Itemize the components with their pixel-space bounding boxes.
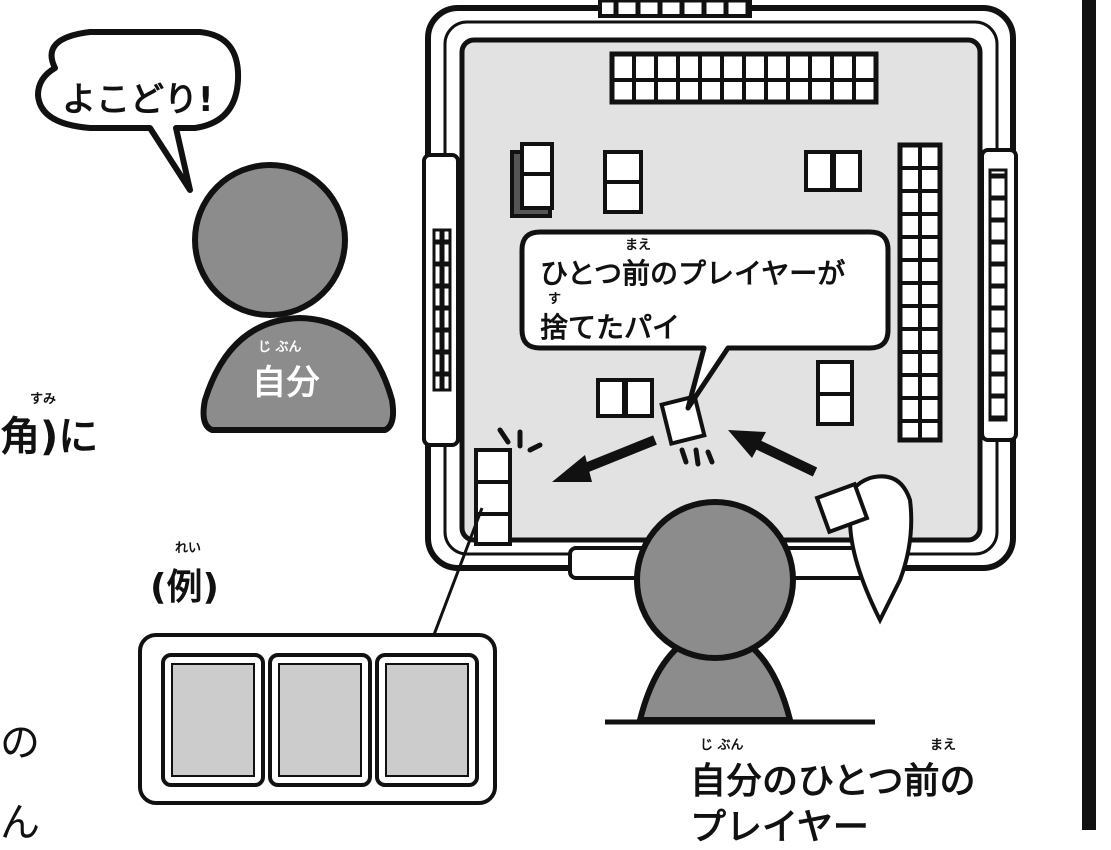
example-panel bbox=[138, 633, 497, 805]
page-border bbox=[1082, 0, 1096, 830]
example-ruby: れい bbox=[175, 541, 202, 556]
prev-player-ruby-mae: まえ bbox=[930, 738, 957, 753]
discarded-tile bbox=[659, 394, 707, 446]
callout-ruby-mae: まえ bbox=[625, 238, 652, 253]
callout-line2: 捨てたパイ bbox=[540, 311, 681, 344]
callout-ruby-su: す bbox=[548, 292, 562, 307]
example-label: (例) bbox=[150, 567, 219, 608]
player-self-figure bbox=[192, 162, 397, 433]
tile-stack-left bbox=[510, 142, 554, 218]
example-pointer bbox=[430, 507, 484, 641]
prev-player-line2: プレイヤー bbox=[690, 807, 869, 848]
tile-wall-top bbox=[609, 51, 879, 105]
hand-with-tile bbox=[814, 474, 914, 625]
text-no: の bbox=[0, 720, 40, 766]
corner-ruby: すみ bbox=[30, 392, 57, 407]
discard-tiles bbox=[474, 150, 862, 546]
prev-player-ruby-self: じ ぶん bbox=[700, 738, 744, 753]
speech-text: よこどり! bbox=[62, 80, 214, 120]
text-n: ん bbox=[0, 800, 40, 846]
prev-player-figure bbox=[605, 499, 875, 725]
callout-line1: ひとつ前のプレイヤーが bbox=[540, 257, 846, 290]
speech-bubble bbox=[35, 29, 242, 193]
prev-player-line1: 自分のひとつ前の bbox=[690, 761, 976, 802]
player-self-label: 自分 bbox=[252, 363, 320, 403]
corner-text: 角)に bbox=[0, 414, 99, 460]
tile-wall-right bbox=[897, 142, 943, 443]
take-arrows bbox=[497, 427, 818, 482]
scene-illustration bbox=[35, 0, 1096, 830]
player-self-ruby: じ ぶん bbox=[258, 340, 302, 355]
callout-bubble bbox=[519, 229, 891, 411]
